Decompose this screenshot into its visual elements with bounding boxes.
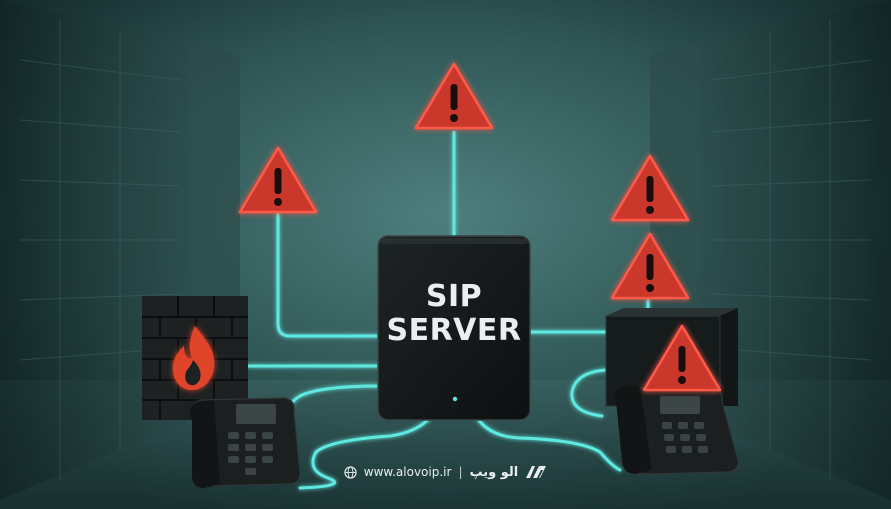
server-label-line1: SIP	[425, 279, 483, 314]
sip-server-label: SIP SERVER	[378, 280, 530, 348]
ip-phone-left	[190, 397, 301, 488]
ip-phone-right	[615, 386, 739, 475]
globe-icon	[344, 465, 357, 479]
sip-server	[377, 235, 531, 421]
footer-brand: الو ویپ	[469, 464, 519, 480]
footer-watermark: www.alovoip.ir | الو ویپ	[0, 462, 891, 482]
footer-separator: |	[458, 465, 463, 479]
server-label-line2: SERVER	[386, 313, 522, 348]
fire-icon	[172, 326, 215, 390]
footer-url[interactable]: www.alovoip.ir	[363, 465, 452, 479]
alovoip-logo-icon	[526, 466, 547, 478]
